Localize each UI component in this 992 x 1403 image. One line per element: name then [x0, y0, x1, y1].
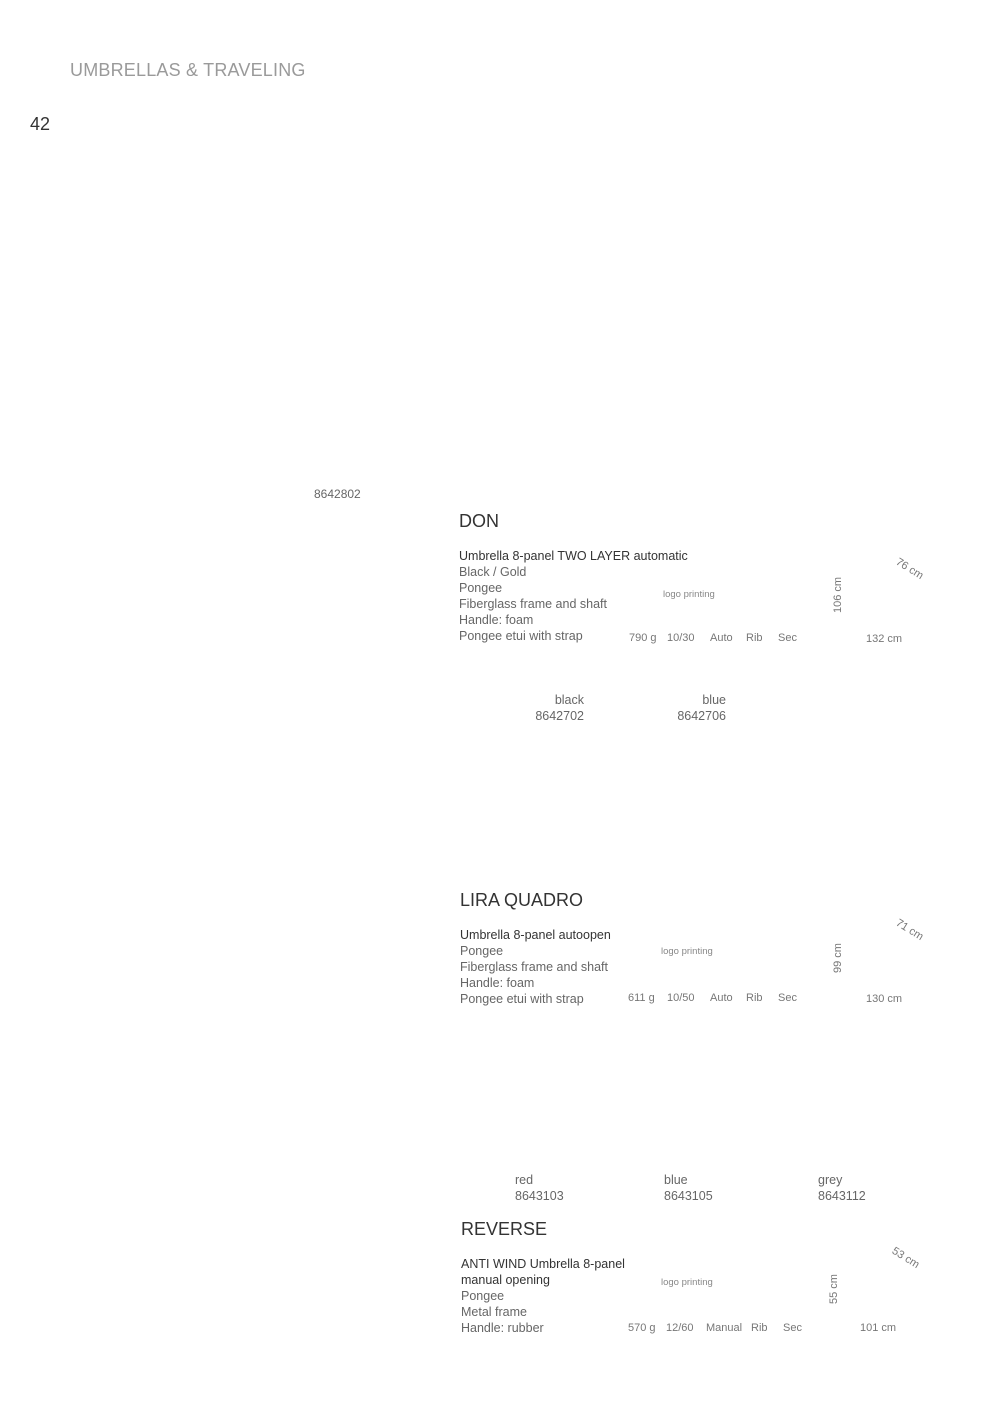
description-line: Pongee — [460, 944, 504, 958]
spec-sec: Sec — [783, 1322, 802, 1334]
spec-rib: Rib — [746, 992, 763, 1004]
spec-pack: 12/60 — [666, 1322, 694, 1334]
logo-printing-label: logo printing — [661, 946, 713, 957]
description-line: Handle: foam — [459, 613, 534, 627]
description-line: Fiberglass frame and shaft — [460, 960, 608, 974]
spec-rib: Rib — [751, 1322, 768, 1334]
variant-color: blue — [664, 1173, 688, 1187]
dimension-length: 99 cm — [832, 943, 844, 973]
variant-item: blue 8643105 — [664, 1172, 713, 1204]
description-line: Umbrella 8-panel TWO LAYER automatic — [459, 549, 688, 563]
variant-code: 8643103 — [515, 1189, 564, 1203]
description-line: Handle: foam — [460, 976, 535, 990]
spec-opening: Auto — [710, 992, 733, 1004]
logo-printing-label: logo printing — [663, 589, 715, 600]
spec-weight: 790 g — [629, 632, 657, 644]
description-line: Umbrella 8-panel autoopen — [460, 928, 611, 942]
spec-rib: Rib — [746, 632, 763, 644]
product-code-top: 8642802 — [314, 487, 361, 501]
spec-weight: 611 g — [628, 992, 655, 1004]
dimension-panel: 76 cm — [893, 556, 926, 583]
dimension-panel: 71 cm — [893, 917, 926, 944]
product-description: Umbrella 8-panel TWO LAYER automatic Bla… — [459, 548, 688, 644]
description-line: Pongee — [461, 1289, 505, 1303]
dimension-diameter: 101 cm — [860, 1322, 897, 1334]
description-line: Handle: rubber — [461, 1321, 544, 1335]
variant-item: black 8642702 — [520, 692, 584, 724]
spec-sec: Sec — [778, 632, 797, 644]
variant-code: 8643112 — [818, 1189, 866, 1203]
spec-weight: 570 g — [628, 1322, 656, 1334]
dimension-length: 55 cm — [828, 1274, 840, 1304]
description-line: Pongee etui with strap — [459, 629, 583, 643]
product-name: LIRA QUADRO — [460, 890, 584, 910]
section-title: UMBRELLAS & TRAVELING — [70, 60, 306, 80]
spec-pack: 10/30 — [667, 632, 695, 644]
spec-pack: 10/50 — [667, 992, 695, 1004]
description-line: Pongee — [459, 581, 503, 595]
spec-sec: Sec — [778, 992, 797, 1004]
description-line: manual opening — [461, 1273, 550, 1287]
variant-item: red 8643103 — [515, 1172, 564, 1204]
product-name: REVERSE — [461, 1219, 548, 1239]
dimension-length: 106 cm — [832, 576, 844, 613]
spec-opening: Manual — [706, 1322, 743, 1334]
product-name: DON — [459, 511, 499, 531]
variant-color: grey — [818, 1173, 843, 1187]
description-line: Metal frame — [461, 1305, 527, 1319]
description-line: Black / Gold — [459, 565, 527, 579]
description-line: Pongee etui with strap — [460, 992, 584, 1006]
dimension-diameter: 130 cm — [866, 993, 903, 1005]
page-number: 42 — [30, 114, 51, 134]
variant-code: 8643105 — [664, 1189, 713, 1203]
spec-opening: Auto — [710, 632, 733, 644]
variant-code: 8642702 — [535, 709, 584, 723]
description-line: Fiberglass frame and shaft — [459, 597, 607, 611]
variant-color: black — [554, 693, 584, 707]
variant-code: 8642706 — [677, 709, 726, 723]
variant-item: grey 8643112 — [818, 1172, 866, 1204]
variant-color: blue — [702, 693, 726, 707]
dimension-panel: 53 cm — [889, 1245, 922, 1272]
description-line: ANTI WIND Umbrella 8-panel — [461, 1257, 625, 1271]
variant-color: red — [515, 1173, 534, 1187]
product-description: ANTI WIND Umbrella 8-panel manual openin… — [461, 1256, 625, 1336]
product-description: Umbrella 8-panel autoopen Pongee Fibergl… — [460, 927, 611, 1007]
variant-item: blue 8642706 — [660, 692, 726, 724]
dimension-diameter: 132 cm — [866, 633, 903, 645]
logo-printing-label: logo printing — [661, 1277, 713, 1288]
